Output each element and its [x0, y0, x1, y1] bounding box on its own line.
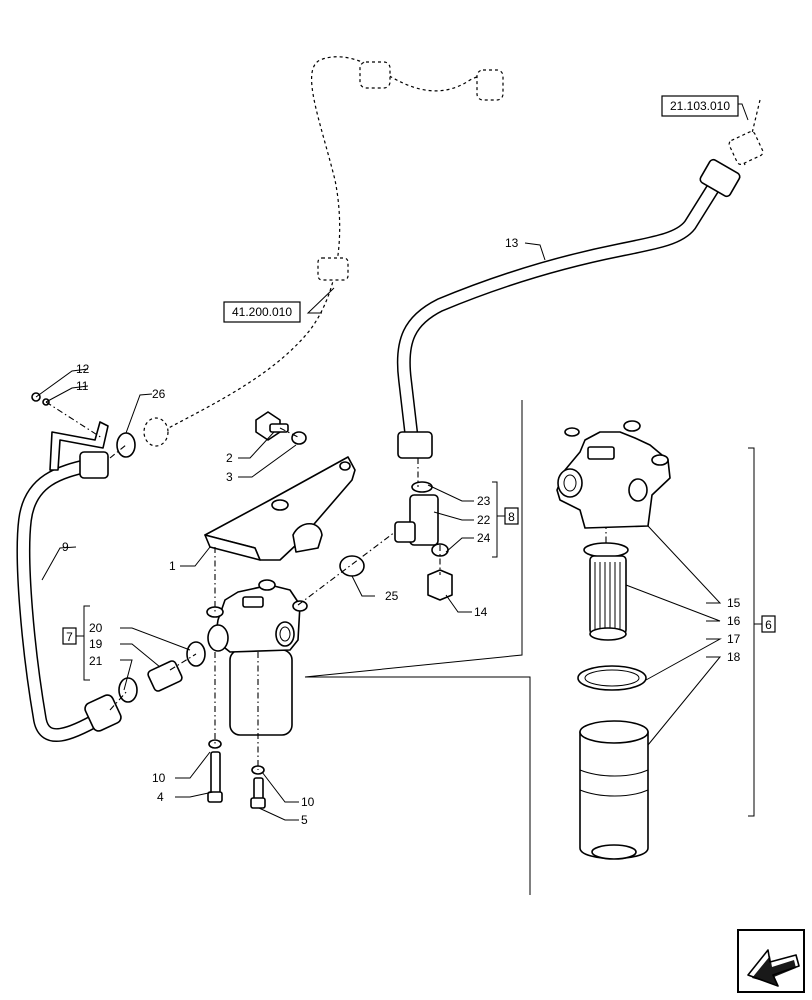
bracket-1 [204, 456, 356, 561]
bolts-lower [207, 739, 266, 809]
tee-fitting [339, 481, 453, 601]
fitting-19 [118, 641, 206, 703]
callout-2: 2 [226, 451, 233, 465]
kit-label-7: 7 [66, 630, 73, 644]
callout-3: 3 [226, 470, 233, 484]
callout-16: 16 [727, 614, 741, 628]
back-arrow-icon[interactable] [737, 929, 805, 993]
callout-22: 22 [477, 513, 491, 527]
callout-10a: 10 [152, 771, 166, 785]
callout-24: 24 [477, 531, 491, 545]
callout-25: 25 [385, 589, 399, 603]
filter-element-16 [583, 542, 629, 641]
kit-bracket-7 [76, 605, 90, 681]
kit-bracket-8 [492, 481, 505, 558]
kit-box-8: 8 [504, 507, 519, 525]
callout-10b: 10 [301, 795, 315, 809]
kit-label-6: 6 [765, 618, 772, 632]
callout-20: 20 [89, 621, 103, 635]
ref-box-21-103-010[interactable]: 21.103.010 [661, 95, 739, 117]
callout-15: 15 [727, 596, 741, 610]
filter-left [206, 579, 308, 736]
detail-divider [304, 400, 531, 895]
ghost-pipe-upper [143, 56, 504, 447]
pipe-9 [16, 451, 122, 742]
ref-label-21-103-010: 21.103.010 [670, 99, 730, 113]
kit-bracket-6 [748, 447, 762, 817]
leader-lines [35, 103, 749, 821]
callout-12: 12 [76, 362, 90, 376]
callout-5: 5 [301, 813, 308, 827]
callout-17: 17 [727, 632, 741, 646]
assembly-lines [45, 401, 607, 770]
callout-13: 13 [505, 236, 519, 250]
callout-23: 23 [477, 494, 491, 508]
callout-19: 19 [89, 637, 103, 651]
ref-label-41-200-010: 41.200.010 [232, 305, 292, 319]
kit-box-7: 7 [62, 627, 77, 645]
ref-box-41-200-010[interactable]: 41.200.010 [223, 301, 301, 323]
filter-bowl-18 [579, 720, 649, 860]
ghost-pipe-right [728, 99, 764, 166]
pipe-13 [396, 158, 741, 459]
bolt-2 [255, 411, 307, 445]
callout-21: 21 [89, 654, 103, 668]
kit-box-6: 6 [761, 615, 776, 633]
callout-18: 18 [727, 650, 741, 664]
callout-1: 1 [169, 559, 176, 573]
filter-head-right [556, 420, 671, 529]
callout-9: 9 [62, 540, 69, 554]
callout-4: 4 [157, 790, 164, 804]
callout-14: 14 [474, 605, 488, 619]
callout-11: 11 [76, 379, 89, 393]
o-ring-17 [577, 665, 647, 691]
kit-label-8: 8 [508, 510, 515, 524]
callouts: 12 11 26 2 3 1 9 20 19 21 10 4 10 5 13 2… [62, 236, 741, 827]
callout-26: 26 [152, 387, 166, 401]
